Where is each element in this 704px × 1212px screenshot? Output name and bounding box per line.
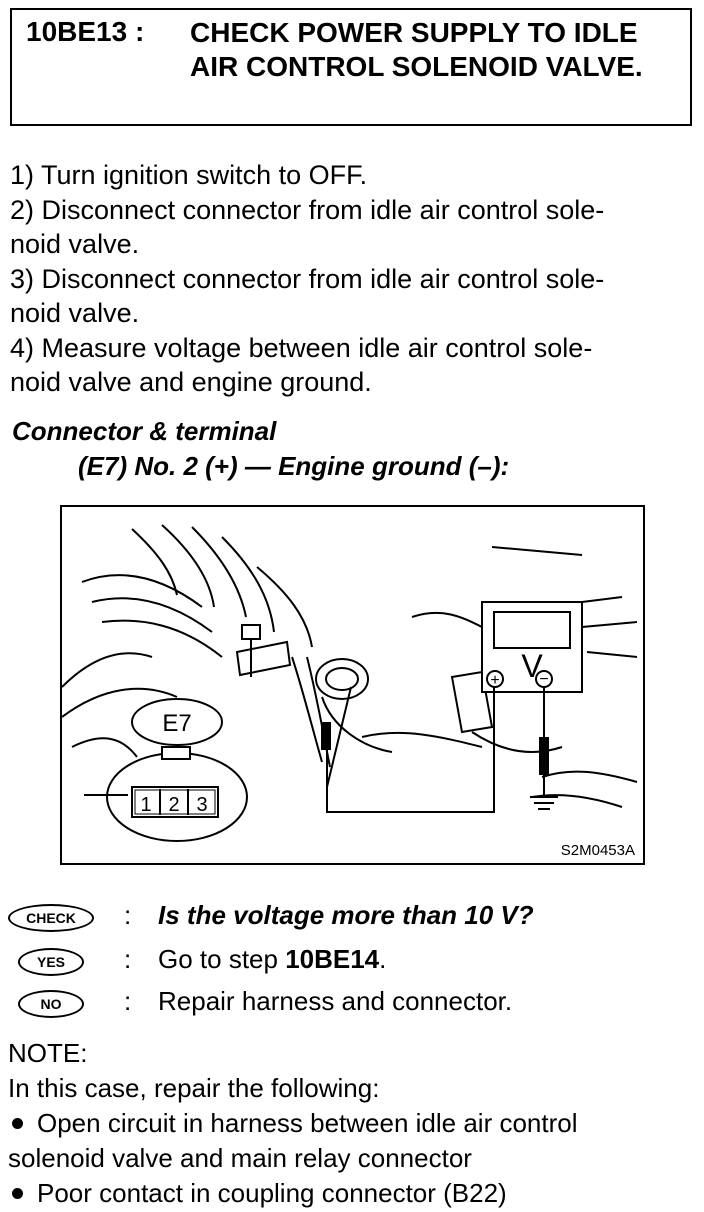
check-badge-icon: CHECK xyxy=(8,904,94,932)
bullet-icon xyxy=(12,1118,23,1130)
no-colon: : xyxy=(124,986,132,1016)
note-bullet-text: Poor contact in coupling connector (B22) xyxy=(37,1178,507,1208)
figure-code: S2M0453A xyxy=(560,842,635,859)
yes-answer-suffix: . xyxy=(379,944,387,974)
step-title: CHECK POWER SUPPLY TO IDLE AIR CONTROL S… xyxy=(190,17,643,82)
bullet-icon xyxy=(12,1188,23,1200)
measurement-illustration: E7 1 2 3 V + − S2M0453A xyxy=(60,505,645,865)
yes-row: YES : Go to step 10BE14. xyxy=(8,944,698,980)
svg-text:−: − xyxy=(539,671,548,688)
engine-bay-drawing: E7 1 2 3 V + − xyxy=(62,524,638,842)
note-bullet-item: Open circuit in harness between idle air… xyxy=(8,1106,700,1176)
connector-terminal-heading: Connector & terminal xyxy=(12,416,277,446)
step-id: 10BE13 : xyxy=(26,16,145,47)
yes-badge-icon: YES xyxy=(18,948,84,976)
note-label: NOTE: xyxy=(8,1038,88,1068)
e7-label: E7 xyxy=(162,710,191,737)
next-step-ref: 10BE14 xyxy=(285,944,380,974)
yes-colon: : xyxy=(124,944,132,974)
procedure-step: 4) Measure voltage between idle air cont… xyxy=(10,332,593,398)
note-bullet-item: Poor contact in coupling connector (B22) xyxy=(8,1176,700,1211)
yes-answer: Go to step 10BE14. xyxy=(158,944,386,975)
test-leads xyxy=(326,686,558,813)
pin-3: 3 xyxy=(196,794,207,816)
pin-2: 2 xyxy=(168,794,179,816)
note-bullet-text: Open circuit in harness between idle air… xyxy=(8,1108,578,1173)
voltmeter-display xyxy=(493,611,571,649)
positive-probe xyxy=(321,722,331,750)
note-section: NOTE: In this case, repair the following… xyxy=(8,1036,700,1211)
procedure-step: 1) Turn ignition switch to OFF. xyxy=(10,160,368,190)
procedure-steps: 1) Turn ignition switch to OFF. 2) Disco… xyxy=(10,158,696,400)
check-question: Is the voltage more than 10 V? xyxy=(158,900,534,930)
connector-terminal-spec: (E7) No. 2 (+) — Engine ground (–): xyxy=(78,451,510,481)
e7-label-bubble xyxy=(131,698,223,746)
procedure-step: 3) Disconnect connector from idle air co… xyxy=(10,263,605,329)
check-colon: : xyxy=(124,900,132,930)
note-intro: In this case, repair the following: xyxy=(8,1073,380,1103)
pin-1: 1 xyxy=(140,794,151,816)
yes-answer-prefix: Go to step xyxy=(158,944,286,974)
step-header: 10BE13 : CHECK POWER SUPPLY TO IDLE AIR … xyxy=(10,8,692,126)
check-row: CHECK : Is the voltage more than 10 V? xyxy=(8,900,698,936)
no-row: NO : Repair harness and connector. xyxy=(8,986,698,1022)
procedure-step: 2) Disconnect connector from idle air co… xyxy=(10,194,605,260)
no-badge-icon: NO xyxy=(18,990,84,1018)
negative-probe xyxy=(539,737,549,775)
svg-text:+: + xyxy=(490,672,499,689)
connector-pin-block xyxy=(131,786,219,818)
no-answer: Repair harness and connector. xyxy=(158,986,513,1016)
